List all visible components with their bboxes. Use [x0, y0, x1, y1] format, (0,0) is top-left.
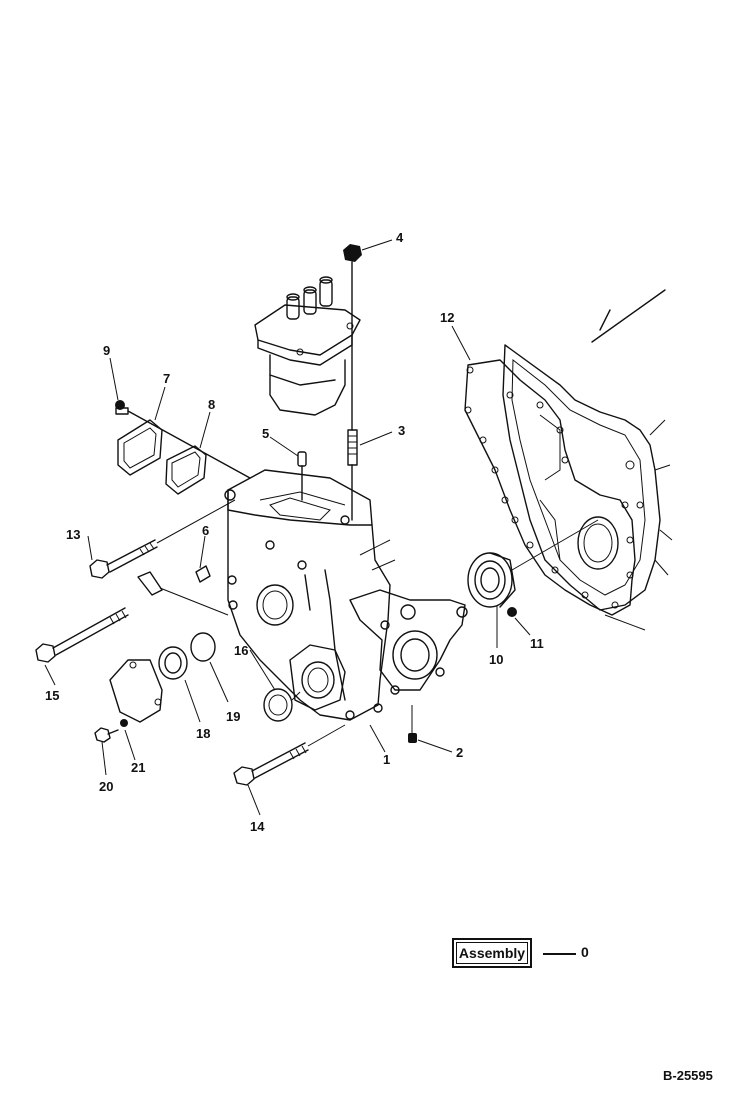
assembly-legend-number: 0	[581, 944, 589, 960]
dowel-pin-part	[137, 565, 229, 616]
callout-1: 1	[383, 752, 390, 767]
callout-15: 15	[45, 688, 59, 703]
assembly-legend-box: Assembly	[452, 938, 532, 968]
gasket-part	[464, 359, 646, 631]
housing-part	[224, 469, 468, 721]
callout-4: 4	[396, 230, 404, 245]
nut-and-stud-parts	[343, 244, 362, 521]
callout-3: 3	[398, 423, 405, 438]
bearing-part	[467, 519, 599, 617]
callout-21: 21	[131, 760, 145, 775]
bolt-20-part	[94, 727, 119, 743]
drain-plug-part	[408, 705, 417, 743]
callout-7: 7	[163, 371, 170, 386]
callout-12: 12	[440, 310, 454, 325]
callout-19: 19	[226, 709, 240, 724]
gear-case-part	[502, 289, 673, 611]
callout-5: 5	[262, 426, 269, 441]
callout-16: 16	[234, 643, 248, 658]
legend-dash	[543, 953, 576, 955]
cover-gaskets-parts	[115, 400, 251, 495]
injection-pump-part	[254, 276, 361, 416]
callout-2: 2	[456, 745, 463, 760]
assembly-legend-label: Assembly	[458, 945, 526, 961]
callout-9: 9	[103, 343, 110, 358]
callout-11: 11	[530, 636, 544, 651]
callout-14: 14	[250, 819, 265, 834]
callout-8: 8	[208, 397, 215, 412]
bolt-14-part	[233, 724, 346, 786]
callout-labels: 1 2 3 4 5 6 7 8 9 10 11 12 13 14 15 16 1…	[45, 230, 544, 834]
figure-number: B-25595	[663, 1068, 713, 1083]
leader-lines	[44, 239, 531, 816]
callout-10: 10	[489, 652, 503, 667]
callout-18: 18	[196, 726, 210, 741]
bolt-15-part	[35, 607, 129, 663]
oil-seal-part	[263, 688, 301, 722]
bearing-cover-part	[109, 632, 216, 727]
callout-13: 13	[66, 527, 80, 542]
callout-6: 6	[202, 523, 209, 538]
bolt-13-part	[89, 499, 236, 579]
plug-part	[297, 451, 307, 501]
callout-20: 20	[99, 779, 113, 794]
